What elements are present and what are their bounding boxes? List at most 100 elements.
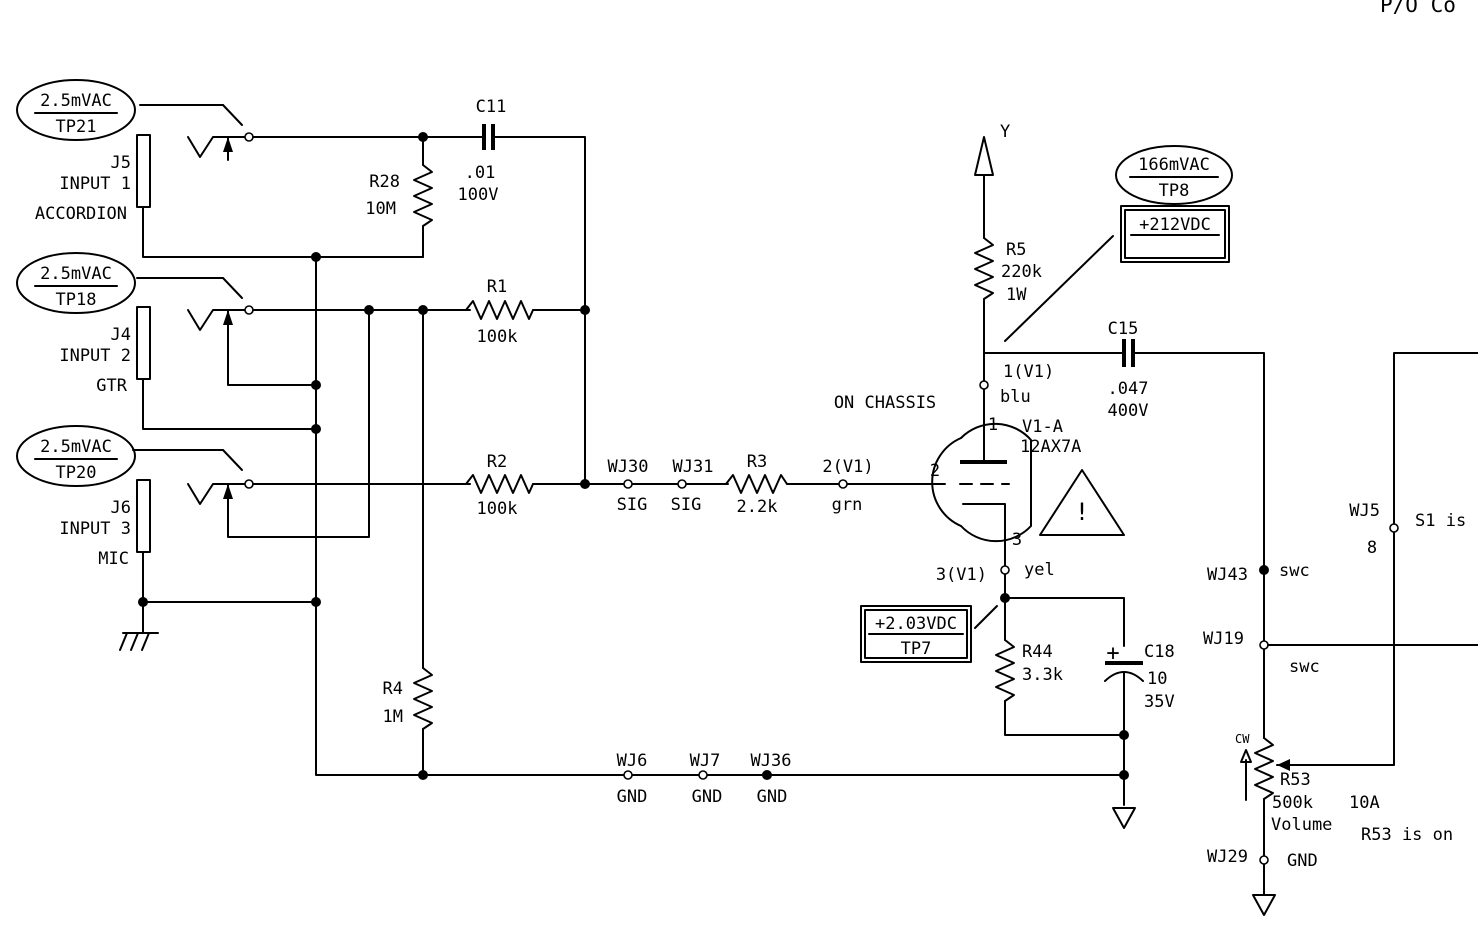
input-2-test-point: 2.5mVAC TP18 xyxy=(16,252,243,314)
wj29-ref: WJ29 xyxy=(1207,847,1248,867)
tp8-test-point: 166mVAC TP8 +212VDC xyxy=(1004,145,1233,342)
supply-y-arrow: Y xyxy=(974,122,1010,176)
ground-bus xyxy=(315,256,1125,776)
wj7-signal: GND xyxy=(692,787,723,807)
c11-value: .01 xyxy=(465,163,496,183)
wj19-signal: swc xyxy=(1289,657,1320,677)
j5-ref: J5 xyxy=(111,153,131,173)
r4-value: 1M xyxy=(383,707,403,727)
sheet-corner-text: P/O Co xyxy=(1380,0,1456,17)
wj30-signal: SIG xyxy=(617,495,648,515)
j4-source: GTR xyxy=(96,376,127,396)
grid-net: 2(V1) xyxy=(822,457,873,477)
r1-ref: R1 xyxy=(487,277,507,297)
wj36-signal: GND xyxy=(757,787,788,807)
capacitor-c11: C11 .01 100V xyxy=(422,97,586,485)
wj5-ref: WJ5 xyxy=(1349,501,1380,521)
tube-pin2: 2 xyxy=(930,461,940,481)
c11-ref: C11 xyxy=(476,97,507,117)
jack-j6: J6 INPUT 3 MIC xyxy=(59,309,471,603)
tp8-ac-value: 166mVAC xyxy=(1138,155,1210,175)
j6-label: INPUT 3 xyxy=(59,519,131,539)
warning-mark: ! xyxy=(1075,498,1089,526)
c15-value: .047 xyxy=(1108,379,1149,399)
wj31-signal: SIG xyxy=(671,495,702,515)
vacuum-tube-v1a: 1 2 3 V1-A 12AX7A 1(V1) blu 3(V1) yel xyxy=(930,352,1081,601)
chassis-ground-symbol xyxy=(119,601,159,651)
wj6-signal: GND xyxy=(617,787,648,807)
tp8-dc-value: +212VDC xyxy=(1139,215,1211,235)
r3-value: 2.2k xyxy=(737,497,778,517)
wj36-ref: WJ36 xyxy=(751,751,792,771)
volume-section: WJ43 swc WJ19 swc WJ5 8 S1 is CW R53 500… xyxy=(1203,352,1478,916)
signal-path: WJ30 SIG WJ31 SIG R3 2.2k 2(V1) grn xyxy=(584,452,946,517)
c18-polarity: + xyxy=(1106,641,1119,666)
r4-ref: R4 xyxy=(383,679,403,699)
warning-icon: ! xyxy=(1039,469,1125,536)
cathode-network: + C18 10 35V R44 3.3k xyxy=(995,593,1175,829)
ground-wires: WJ6 GND WJ7 GND WJ36 GND xyxy=(617,751,792,807)
tp21-value: 2.5mVAC xyxy=(40,91,112,111)
plate-net: 1(V1) xyxy=(1003,362,1054,382)
grid-terminal xyxy=(838,479,848,489)
j5-source: ACCORDION xyxy=(35,204,127,224)
r53-cw: CW xyxy=(1235,732,1250,746)
r2-value: 100k xyxy=(477,499,518,519)
j4-ref: J4 xyxy=(111,325,131,345)
tp7-dc-value: +2.03VDC xyxy=(875,614,957,634)
tube-ref: V1-A xyxy=(1022,417,1063,437)
tp20-name: TP20 xyxy=(56,463,97,483)
r28-value: 10M xyxy=(365,199,396,219)
tp18-name: TP18 xyxy=(56,290,97,310)
wj31-terminal xyxy=(677,479,687,489)
r53-name: Volume xyxy=(1271,815,1332,835)
supply-label: Y xyxy=(1000,122,1010,142)
tp18-value: 2.5mVAC xyxy=(40,264,112,284)
wj31-ref: WJ31 xyxy=(673,457,714,477)
r5-rating: 1W xyxy=(1006,285,1027,305)
cathode-net: 3(V1) xyxy=(936,565,987,585)
r53-note: R53 is on xyxy=(1361,825,1453,845)
tp8-name: TP8 xyxy=(1159,181,1190,201)
wj43-signal: swc xyxy=(1279,561,1310,581)
tube-pin3: 3 xyxy=(1012,530,1022,550)
tube-pin1: 1 xyxy=(988,415,998,435)
wj7-ref: WJ7 xyxy=(690,751,721,771)
resistor-r5: R5 220k 1W xyxy=(974,174,1042,354)
input-1-test-point: 2.5mVAC TP21 xyxy=(16,79,243,141)
wj30-terminal xyxy=(623,479,633,489)
r5-value: 220k xyxy=(1001,262,1042,282)
r44-value: 3.3k xyxy=(1022,665,1063,685)
resistor-r2: R2 100k xyxy=(465,452,586,519)
wj19-ref: WJ19 xyxy=(1203,629,1244,649)
resistor-r1: R1 100k xyxy=(465,277,586,347)
resistor-r4: R4 1M xyxy=(383,309,433,776)
tp7-test-point: +2.03VDC TP7 xyxy=(860,605,998,663)
r3-ref: R3 xyxy=(747,452,767,472)
wj6-ref: WJ6 xyxy=(617,751,648,771)
on-chassis-note: ON CHASSIS xyxy=(834,393,936,413)
wj5-pin: 8 xyxy=(1367,538,1377,558)
tube-type: 12AX7A xyxy=(1020,437,1081,457)
c11-rating: 100V xyxy=(458,185,499,205)
j6-source: MIC xyxy=(98,549,129,569)
j4-label: INPUT 2 xyxy=(59,346,131,366)
sheet-ref: 10A xyxy=(1349,793,1380,813)
tp7-name: TP7 xyxy=(901,639,932,659)
tp21-name: TP21 xyxy=(56,117,97,137)
c18-rating: 35V xyxy=(1144,692,1175,712)
c15-ref: C15 xyxy=(1108,319,1139,339)
resistor-r28: R28 10M xyxy=(365,136,433,258)
r53-value: 500k xyxy=(1272,793,1313,813)
j6-ref: J6 xyxy=(111,498,131,518)
wj43-ref: WJ43 xyxy=(1207,565,1248,585)
r2-ref: R2 xyxy=(487,452,507,472)
input-3-test-point: 2.5mVAC TP20 xyxy=(16,425,243,487)
r44-ref: R44 xyxy=(1022,642,1053,662)
j5-label: INPUT 1 xyxy=(59,174,131,194)
s1-note: S1 is xyxy=(1415,511,1466,531)
cathode-wire-color: yel xyxy=(1024,560,1055,580)
tp20-value: 2.5mVAC xyxy=(40,437,112,457)
c18-ref: C18 xyxy=(1144,642,1175,662)
